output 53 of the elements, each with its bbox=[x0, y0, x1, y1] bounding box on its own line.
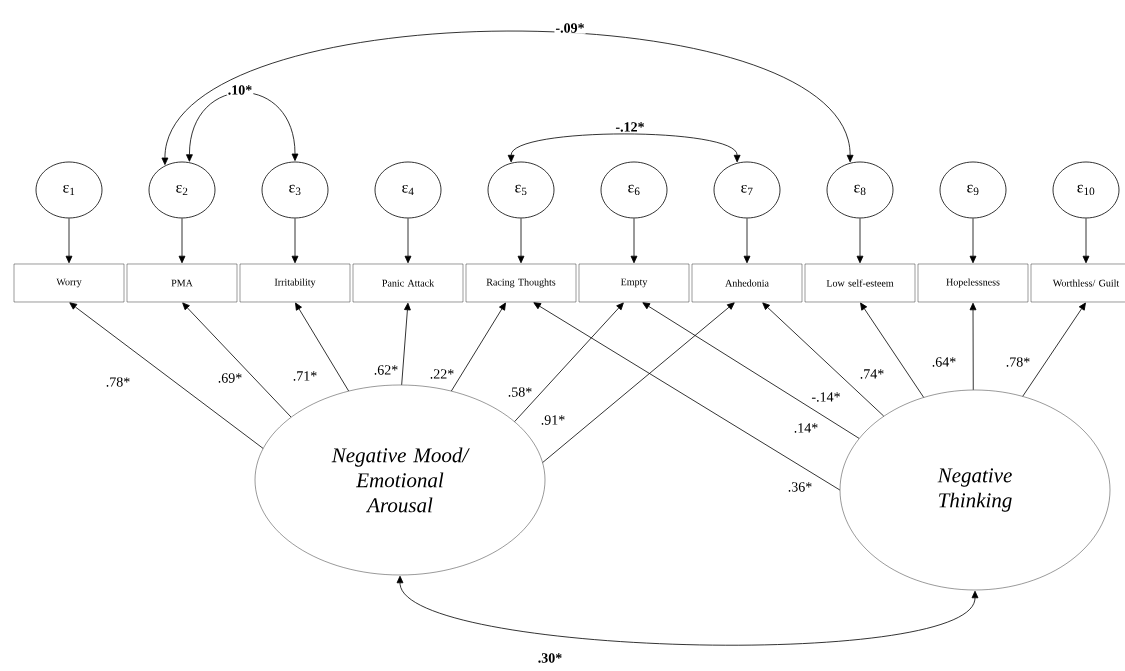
edge-label: -.12* bbox=[614, 121, 646, 133]
loading-arrow bbox=[295, 302, 349, 392]
indicator-box: Irritability bbox=[239, 263, 351, 303]
arrow bbox=[65, 218, 73, 264]
indicator-box: Panic Attack bbox=[352, 263, 464, 303]
indicator-box: Worry bbox=[13, 263, 125, 303]
edge-label: .10* bbox=[226, 84, 254, 96]
indicator-box: Hopelessness bbox=[917, 263, 1029, 303]
arrow bbox=[404, 218, 412, 264]
loading-arrow bbox=[533, 302, 841, 491]
loading-arrow bbox=[969, 302, 977, 391]
edge-label: .78* bbox=[104, 376, 132, 388]
edge-label: -.14* bbox=[810, 391, 842, 403]
covariance-arrow bbox=[396, 575, 979, 646]
indicator-box: Racing Thoughts bbox=[465, 263, 577, 303]
indicator-box: PMA bbox=[126, 263, 238, 303]
edge-label: .30* bbox=[536, 652, 564, 664]
edge-label: .58* bbox=[506, 386, 534, 398]
loading-arrow bbox=[69, 302, 264, 449]
loading-arrow bbox=[1022, 302, 1086, 397]
loading-arrow bbox=[514, 302, 624, 422]
edge-label: -.09* bbox=[554, 22, 586, 34]
arrow bbox=[743, 218, 751, 264]
edge-label: .71* bbox=[291, 370, 319, 382]
loading-arrow bbox=[182, 302, 292, 418]
edge-label: .62* bbox=[372, 364, 400, 376]
loading-arrow bbox=[860, 302, 925, 398]
covariance-arrow bbox=[186, 92, 299, 162]
loading-arrow bbox=[451, 302, 506, 392]
edge-label: .36* bbox=[786, 481, 814, 493]
arrow bbox=[969, 218, 977, 264]
arrow bbox=[630, 218, 638, 264]
arrow bbox=[517, 218, 525, 264]
loading-arrow bbox=[542, 302, 735, 463]
arrow bbox=[178, 218, 186, 264]
edge-label: .14* bbox=[792, 422, 820, 434]
indicator-box: Worthless/ Guilt bbox=[1030, 263, 1125, 303]
edge-label: .74* bbox=[858, 368, 886, 380]
indicator-box: Low self-esteem bbox=[804, 263, 916, 303]
indicator-box: Empty bbox=[578, 263, 690, 303]
arrow bbox=[856, 218, 864, 264]
indicator-box: Anhedonia bbox=[691, 263, 803, 303]
loading-arrow bbox=[401, 302, 411, 386]
edge-label: .22* bbox=[428, 368, 456, 380]
arrow bbox=[1082, 218, 1090, 264]
edge-label: .78* bbox=[1004, 356, 1032, 368]
covariance-arrow bbox=[161, 30, 854, 165]
edge-label: .69* bbox=[216, 372, 244, 384]
edge-label: .64* bbox=[930, 356, 958, 368]
loading-arrow bbox=[762, 302, 885, 417]
arrow bbox=[291, 218, 299, 264]
covariance-arrow bbox=[507, 133, 741, 163]
loading-arrow bbox=[642, 302, 860, 439]
